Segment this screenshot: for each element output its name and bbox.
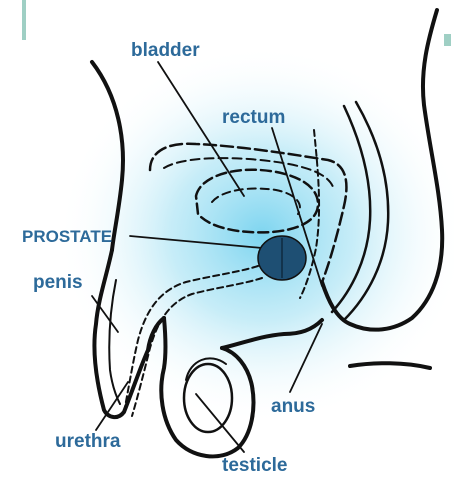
label-testicle: testicle [222,456,287,475]
label-anus: anus [271,397,315,416]
accent-bar-left [22,0,26,40]
label-prostate: PROSTATE [22,228,112,245]
label-penis: penis [33,273,83,292]
label-urethra: urethra [55,432,120,451]
accent-bar-right [444,34,451,46]
highlight-glow [57,45,454,425]
label-bladder: bladder [131,41,200,60]
label-rectum: rectum [222,108,285,127]
